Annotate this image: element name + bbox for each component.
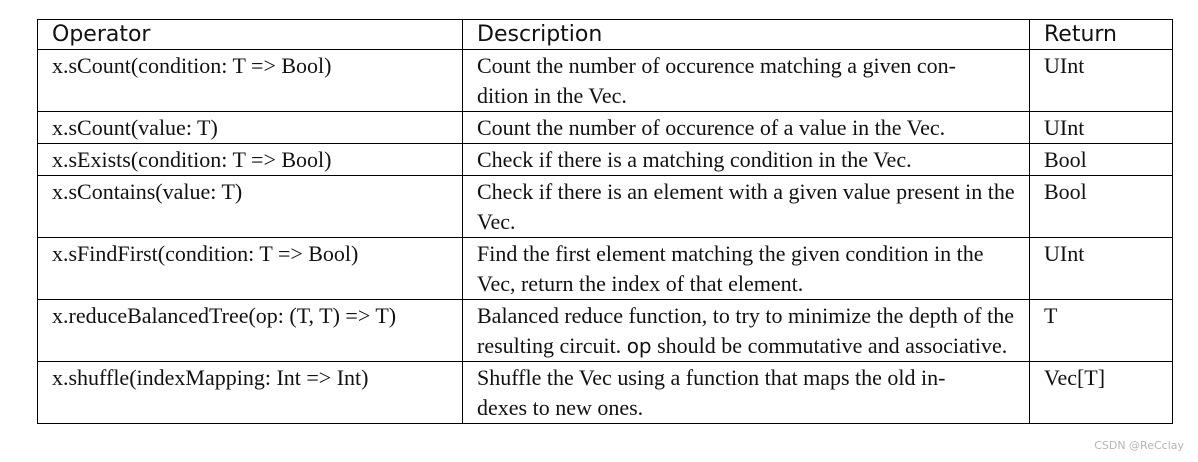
return-cell: UInt bbox=[1029, 49, 1173, 112]
operators-table-container: Operator Description Return x.sCount(con… bbox=[37, 19, 1173, 424]
table-row: x.sContains(value: T) Check if there is … bbox=[37, 175, 1173, 238]
table-row: x.sExists(condition: T => Bool) Check if… bbox=[37, 143, 1173, 176]
operators-table: Operator Description Return x.sCount(con… bbox=[37, 19, 1173, 424]
description-text-after: should be commutative and associative. bbox=[651, 333, 1008, 358]
header-return: Return bbox=[1029, 19, 1173, 50]
header-description: Description bbox=[462, 19, 1030, 50]
return-cell: Vec[T] bbox=[1029, 361, 1173, 424]
operator-cell: x.sFindFirst(condition: T => Bool) bbox=[37, 237, 463, 300]
return-cell: T bbox=[1029, 299, 1173, 362]
operator-cell: x.shuffle(indexMapping: Int => Int) bbox=[37, 361, 463, 424]
operator-cell: x.sCount(condition: T => Bool) bbox=[37, 49, 463, 112]
description-text-before: Balanced reduce function, to try to mini… bbox=[477, 303, 1014, 358]
return-cell: Bool bbox=[1029, 175, 1173, 238]
watermark-text: CSDN @ReCclay bbox=[1094, 439, 1184, 452]
table-row: x.reduceBalancedTree(op: (T, T) => T) Ba… bbox=[37, 299, 1173, 362]
inline-code-op: op bbox=[626, 334, 652, 358]
table-row: x.sCount(condition: T => Bool) Count the… bbox=[37, 49, 1173, 112]
table-row: x.sCount(value: T) Count the number of o… bbox=[37, 111, 1173, 144]
operator-cell: x.sCount(value: T) bbox=[37, 111, 463, 144]
description-cell: Check if there is a matching condition i… bbox=[462, 143, 1030, 176]
table-header-row: Operator Description Return bbox=[37, 19, 1173, 50]
return-cell: UInt bbox=[1029, 111, 1173, 144]
description-cell: Check if there is an element with a give… bbox=[462, 175, 1030, 238]
operator-cell: x.sExists(condition: T => Bool) bbox=[37, 143, 463, 176]
return-cell: UInt bbox=[1029, 237, 1173, 300]
description-cell: Find the first element matching the give… bbox=[462, 237, 1030, 300]
table-row: x.shuffle(indexMapping: Int => Int) Shuf… bbox=[37, 361, 1173, 424]
description-cell: Count the number of occurence of a value… bbox=[462, 111, 1030, 144]
table-row: x.sFindFirst(condition: T => Bool) Find … bbox=[37, 237, 1173, 300]
operator-cell: x.sContains(value: T) bbox=[37, 175, 463, 238]
operator-cell: x.reduceBalancedTree(op: (T, T) => T) bbox=[37, 299, 463, 362]
return-cell: Bool bbox=[1029, 143, 1173, 176]
description-cell: Count the number of occurence matching a… bbox=[462, 49, 1030, 112]
description-cell: Shuffle the Vec using a function that ma… bbox=[462, 361, 1030, 424]
header-operator: Operator bbox=[37, 19, 463, 50]
description-cell: Balanced reduce function, to try to mini… bbox=[462, 299, 1030, 362]
